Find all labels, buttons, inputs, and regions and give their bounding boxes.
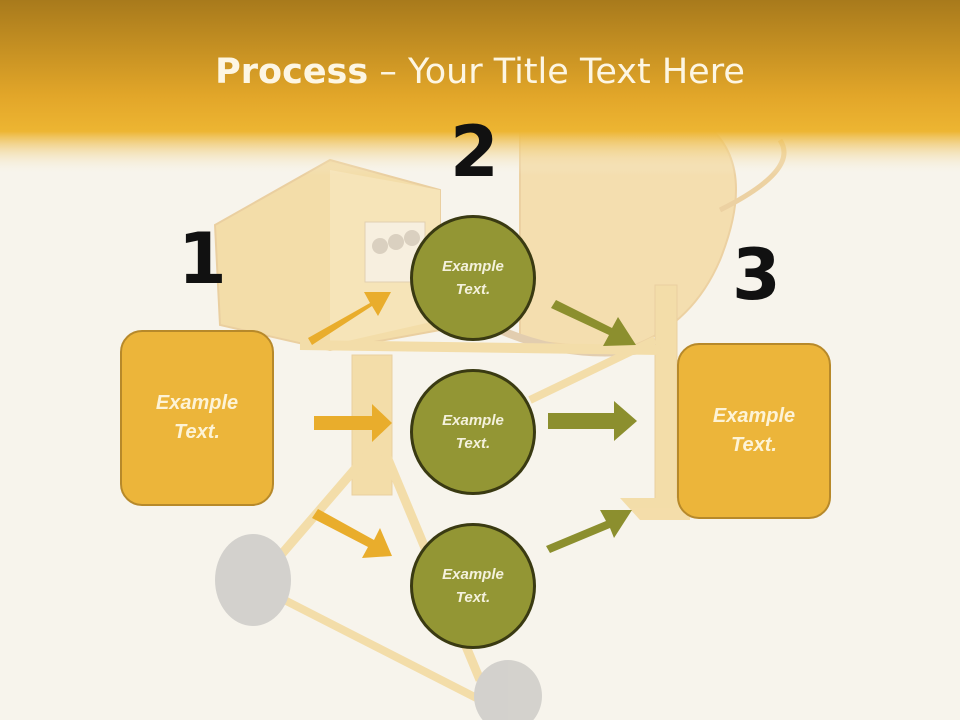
arrow-from-circle-1: [551, 300, 636, 346]
title-rest: – Your Title Text Here: [368, 52, 745, 92]
step-number-1: 1: [178, 218, 227, 300]
arrow-to-circle-3: [312, 509, 392, 558]
step-2-circle-3: Example Text.: [410, 523, 536, 649]
title-bold: Process: [215, 52, 369, 92]
step-1-box: Example Text.: [120, 330, 274, 506]
step-3-box: Example Text.: [677, 343, 831, 519]
step-number-3: 3: [732, 234, 781, 316]
step-3-text: Example Text.: [712, 405, 796, 456]
arrow-to-circle-2: [314, 404, 392, 442]
arrow-from-circle-3: [546, 510, 632, 553]
step-2-circle-1: Example Text.: [410, 215, 536, 341]
arrow-from-circle-2: [548, 401, 637, 441]
step-number-2: 2: [450, 111, 499, 193]
circle-2-text: Example Text.: [442, 412, 504, 452]
slide-title: Process – Your Title Text Here: [0, 52, 960, 92]
step-2-circle-2: Example Text.: [410, 369, 536, 495]
circle-1-text: Example Text.: [442, 258, 504, 298]
step-1-text: Example Text.: [155, 392, 239, 443]
arrow-to-circle-1: [308, 292, 391, 345]
circle-3-text: Example Text.: [442, 566, 504, 606]
